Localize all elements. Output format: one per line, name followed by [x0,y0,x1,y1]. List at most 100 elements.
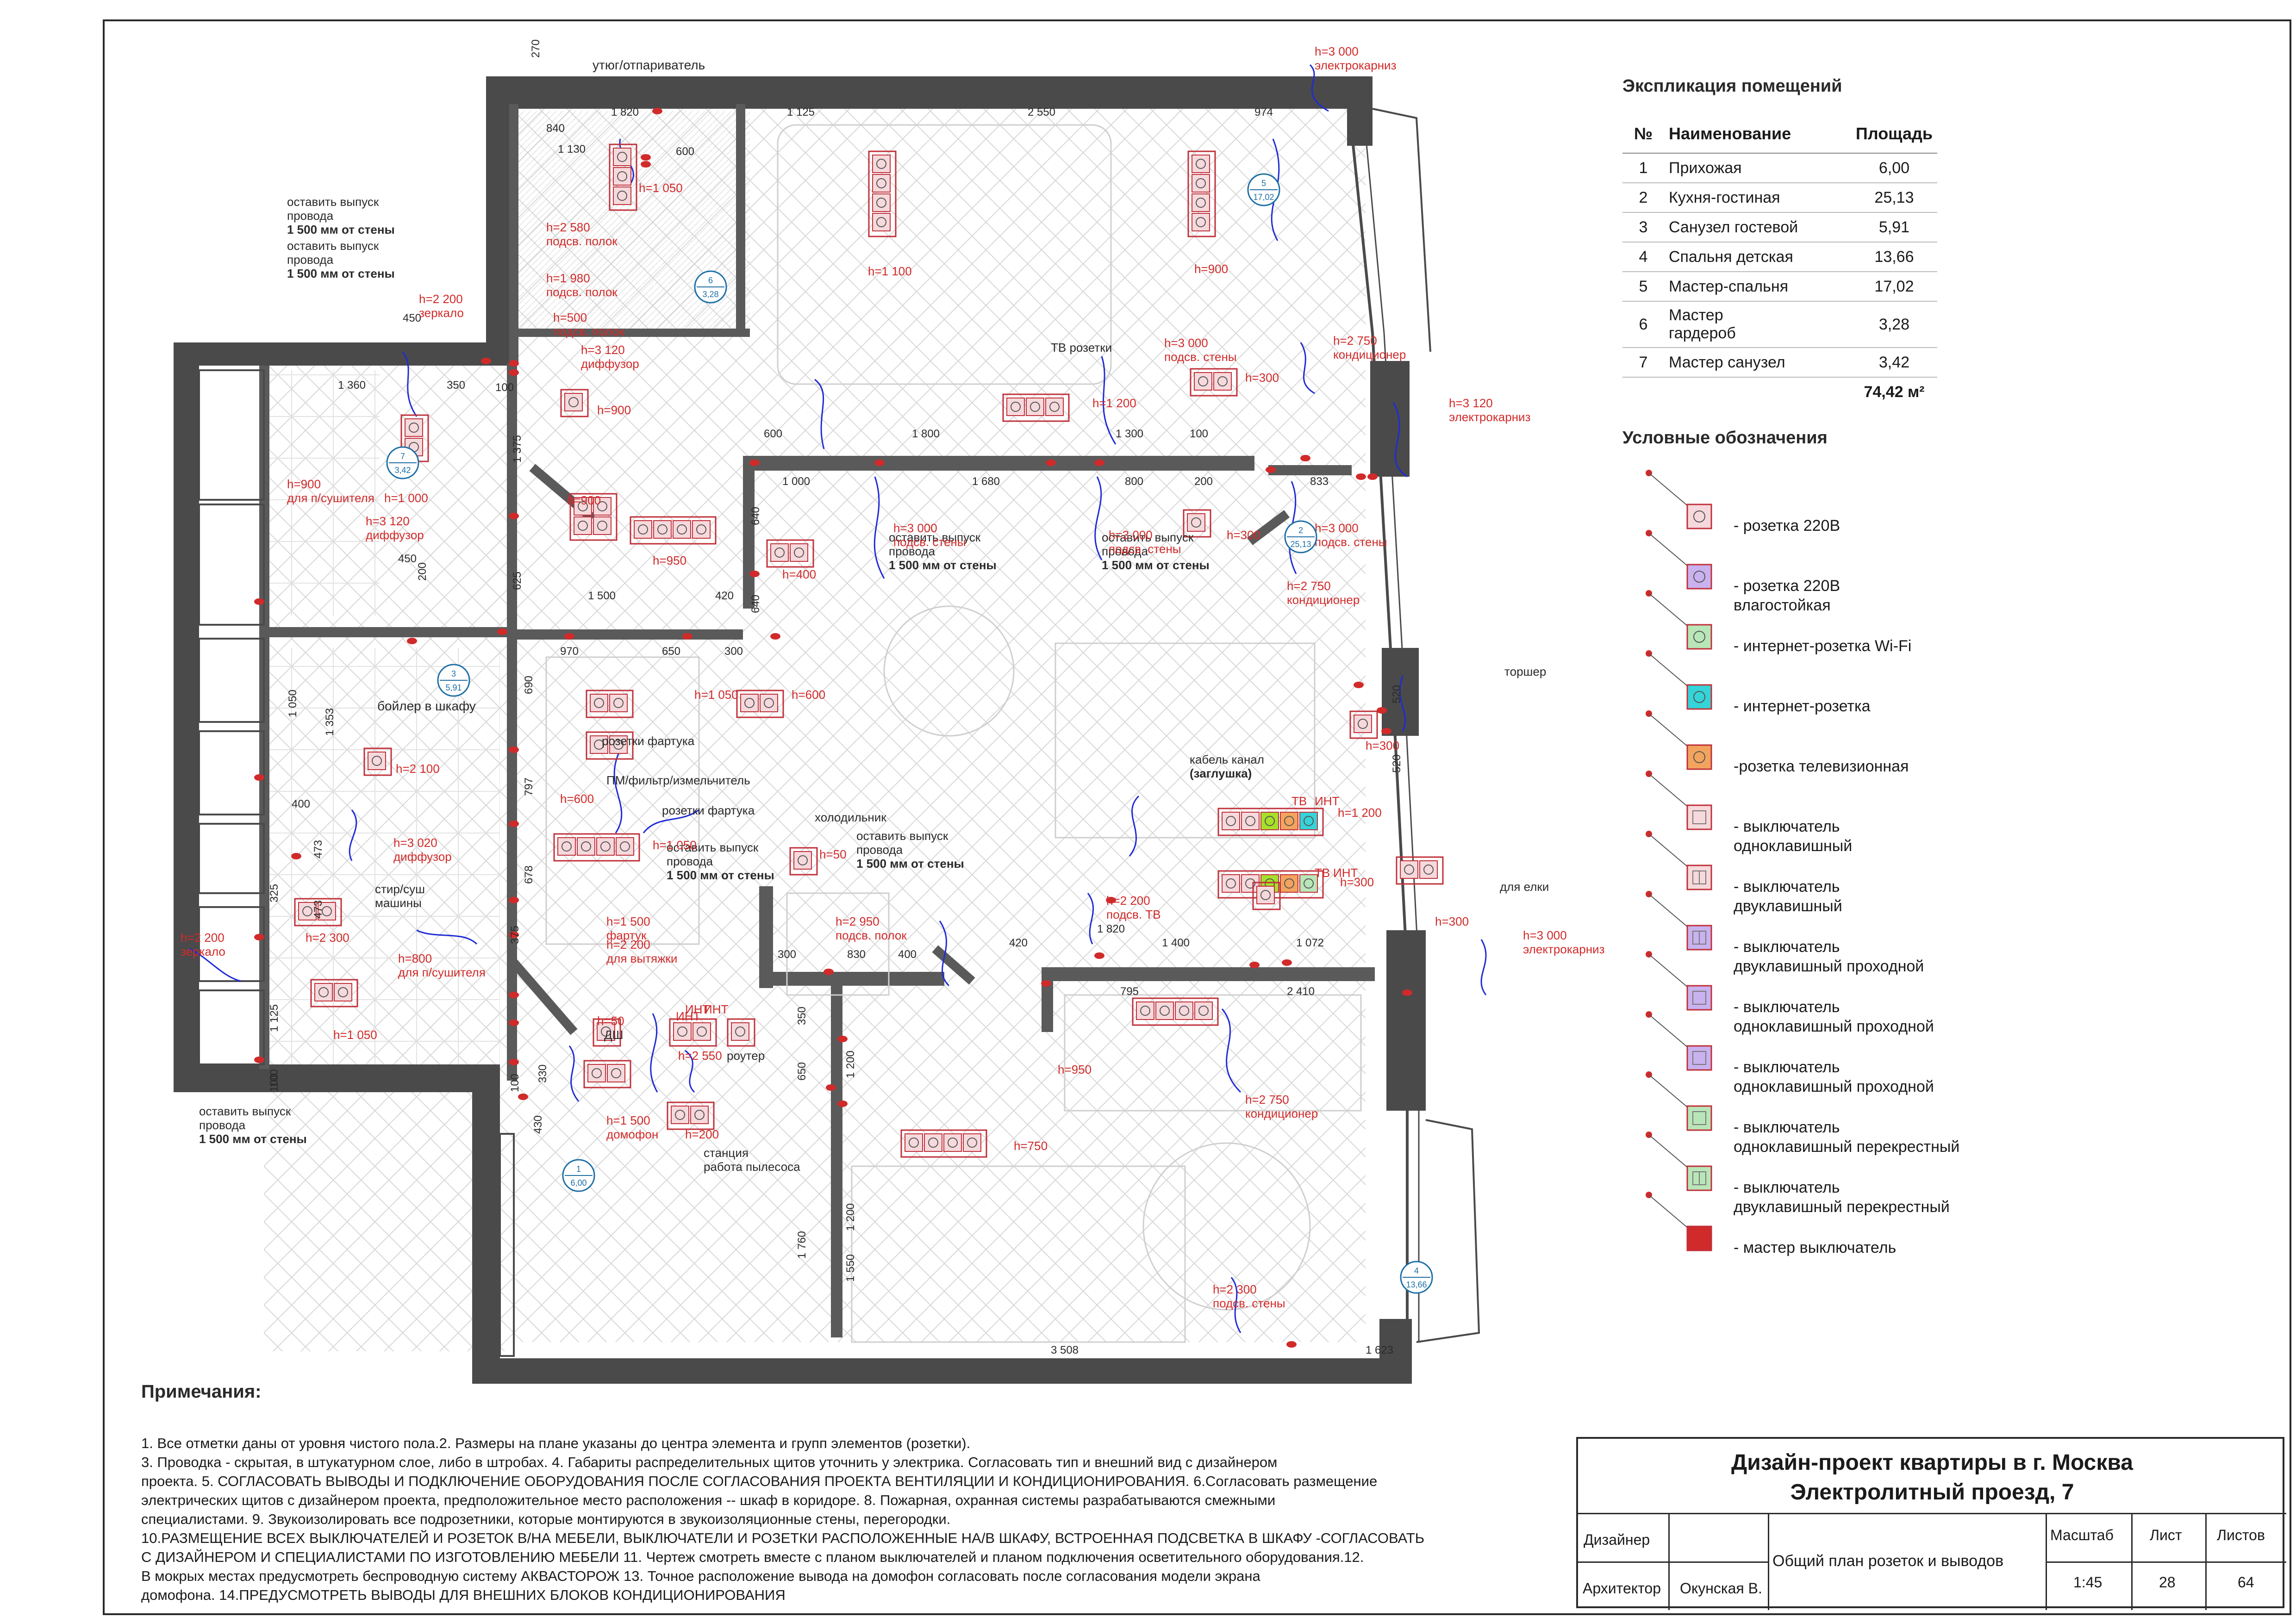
annotation-black: бойлер в шкафу [377,699,476,713]
legend-item-socket-tv: -розетка телевизионная [1622,738,2039,794]
dimension-label: 100 [268,1074,281,1092]
wiring-curves [189,64,1487,1333]
legend-item-master-switch: - мастер выключатель [1622,1219,2039,1275]
socket-group-icon [736,690,784,718]
legend-text: - выключатель одноклавишный проходной [1734,1058,1934,1095]
dimension-label: 520 [1391,685,1403,703]
outlet-marker-icon [407,638,417,644]
explication-cell-name: Мастер гардероб [1664,301,1851,348]
switch-2-pass-icon [1646,891,1712,951]
legend-text: - выключатель одноклавишный перекрестный [1734,1119,1960,1156]
note-line: 10.РАЗМЕЩЕНИЕ ВСЕХ ВЫКЛЮЧАТЕЛЕЙ И РОЗЕТО… [141,1530,1425,1546]
dimension-label: 400 [292,798,310,810]
dimension-label: 473 [312,840,324,858]
explication-cell-area: 17,02 [1851,272,1937,302]
room-tag-num: 3 [451,669,456,678]
outlet-marker-icon [652,108,662,114]
legend-text: - интернет-розетка [1734,697,1871,715]
outlet-marker-icon [1046,460,1056,466]
outlet-marker-icon [682,633,693,640]
dimension-label: 330 [537,1064,549,1083]
outlet-marker-icon [509,897,519,903]
outlet-marker-icon [509,932,519,938]
outer-walls [174,76,1426,1384]
socket-internet-icon [1646,650,1712,710]
dimension-label: 300 [724,645,743,658]
dimension-label: 974 [1254,106,1273,118]
outlet-marker-icon [1266,466,1276,473]
explication-cell-num: 7 [1622,348,1664,378]
tb-hline-3 [2046,1561,2286,1563]
tb-vline-4 [2131,1513,2133,1610]
annotation-red: h=300 [1227,528,1260,542]
outlet-marker-icon [641,154,651,161]
annotation-red: h=2 550 [678,1049,722,1063]
dimension-label: 350 [447,379,465,392]
outlet-marker-icon [1367,473,1378,480]
legend-text: -розетка телевизионная [1734,758,1909,775]
dimension-label: 1 623 [1366,1344,1393,1356]
dimension-label: 1 050 [287,690,299,717]
outlet-marker-icon [509,746,519,753]
socket-wifi-icon [1646,590,1712,650]
dimension-label: 1 130 [558,143,586,155]
socket-group-icon [583,1060,631,1088]
socket-group-icon [310,979,358,1007]
sheet-value: 28 [2159,1574,2176,1591]
legend-text: - интернет-розетка Wi-Fi [1734,637,1912,655]
explication-cell-num: 3 [1622,212,1664,243]
room-tag: 517,02 [1247,173,1280,206]
switch-1-pass-b-icon [1646,1011,1712,1071]
tb-vline-2 [1768,1513,1769,1610]
annotation-red: h=950 [1058,1063,1092,1076]
legend-item-socket-220: - розетка 220В [1622,497,2039,553]
annotation-red: h=900 [597,403,631,417]
dimension-label: 300 [778,948,796,961]
socket-group-icon [1252,882,1281,910]
socket-waterproof-icon [1646,530,1712,590]
room-tag-area: 13,66 [1406,1280,1427,1289]
dimension-label: 800 [1125,475,1143,488]
dimension-label: 325 [268,884,281,902]
annotation-red: h=300 [1245,371,1279,385]
outlet-marker-icon [509,821,519,827]
room-tag-num: 2 [1298,526,1303,535]
annotation-black: холодильник [815,810,886,824]
socket-group-icon [363,747,392,776]
notes-title: Примечания: [141,1381,262,1402]
socket-group-icon [900,1129,987,1158]
dimension-label: 200 [416,562,429,581]
room-tag: 413,66 [1400,1261,1433,1294]
outlet-marker-icon [481,358,491,364]
dimension-label: 795 [1120,985,1139,998]
legend-item-switch-2: - выключатель двуклавишный [1622,858,2039,915]
annotation-black: роутер [727,1049,765,1063]
explication-cell-name: Кухня-гостиная [1664,183,1851,213]
outlet-marker-icon [1041,980,1051,987]
room-tag-area: 3,42 [394,466,411,475]
outlet-marker-icon [509,1020,519,1026]
annotation-red: h=950 [653,553,686,567]
annotation-red: ИНТ [704,1002,728,1016]
outlet-marker-icon [770,633,780,640]
socket-group-icon [593,1018,621,1047]
outlet-marker-icon [1106,897,1116,903]
annotation-red: h=200 [685,1127,719,1141]
annotation-red: h=900 [567,493,601,507]
annotation-red: ТВ [1292,794,1307,808]
angled-partition-3 [932,945,975,985]
outlet-marker-icon [749,571,760,577]
